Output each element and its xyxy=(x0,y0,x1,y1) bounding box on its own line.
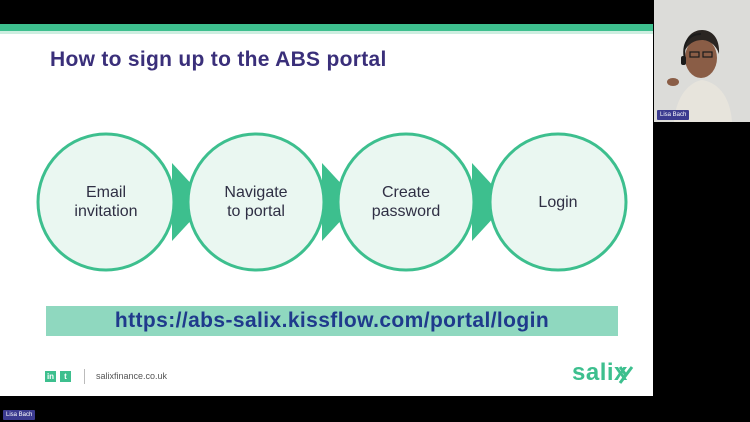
participant-name-tag: Lisa Bach xyxy=(657,110,690,120)
step-login: Login xyxy=(488,131,628,273)
slide-footer: in t salixfinance.co.uk salix xyxy=(0,359,653,396)
presentation-slide: How to sign up to the ABS portal Email i… xyxy=(0,24,653,396)
step-circle-1 xyxy=(36,132,176,272)
step-circle-4 xyxy=(488,132,628,272)
self-name-tag: Lisa Bach xyxy=(3,410,36,420)
footer-website[interactable]: salixfinance.co.uk xyxy=(96,371,168,381)
step-create-password: Create password xyxy=(336,131,476,273)
signup-process-flow: Email invitation Navigate to portal Crea… xyxy=(36,131,636,273)
step-circle-2 xyxy=(186,132,326,272)
step-circle-3 xyxy=(336,132,476,272)
slide-accent-bar xyxy=(0,24,653,31)
step-label: Login xyxy=(538,193,578,211)
salix-logo: salix xyxy=(572,359,628,386)
portal-url[interactable]: https://abs-salix.kissflow.com/portal/lo… xyxy=(114,309,550,332)
slide-title: How to sign up to the ABS portal xyxy=(50,48,387,71)
process-flow-graphic xyxy=(36,132,628,272)
participant-video-icon xyxy=(654,0,750,122)
footer-divider xyxy=(84,369,85,384)
twitter-icon[interactable]: t xyxy=(60,371,71,382)
step-label: Navigate to portal xyxy=(224,184,288,220)
salix-leaf-icon xyxy=(618,366,634,384)
portal-url-banner: https://abs-salix.kissflow.com/portal/lo… xyxy=(46,306,618,336)
slide-accent-bar-light xyxy=(0,31,653,34)
step-navigate-to-portal: Navigate to portal xyxy=(186,131,326,273)
step-label: Create password xyxy=(371,184,441,220)
participant-video-tile[interactable] xyxy=(654,0,750,122)
linkedin-icon[interactable]: in xyxy=(45,371,56,382)
step-label: Email invitation xyxy=(74,184,138,220)
step-email-invitation: Email invitation xyxy=(36,131,176,273)
